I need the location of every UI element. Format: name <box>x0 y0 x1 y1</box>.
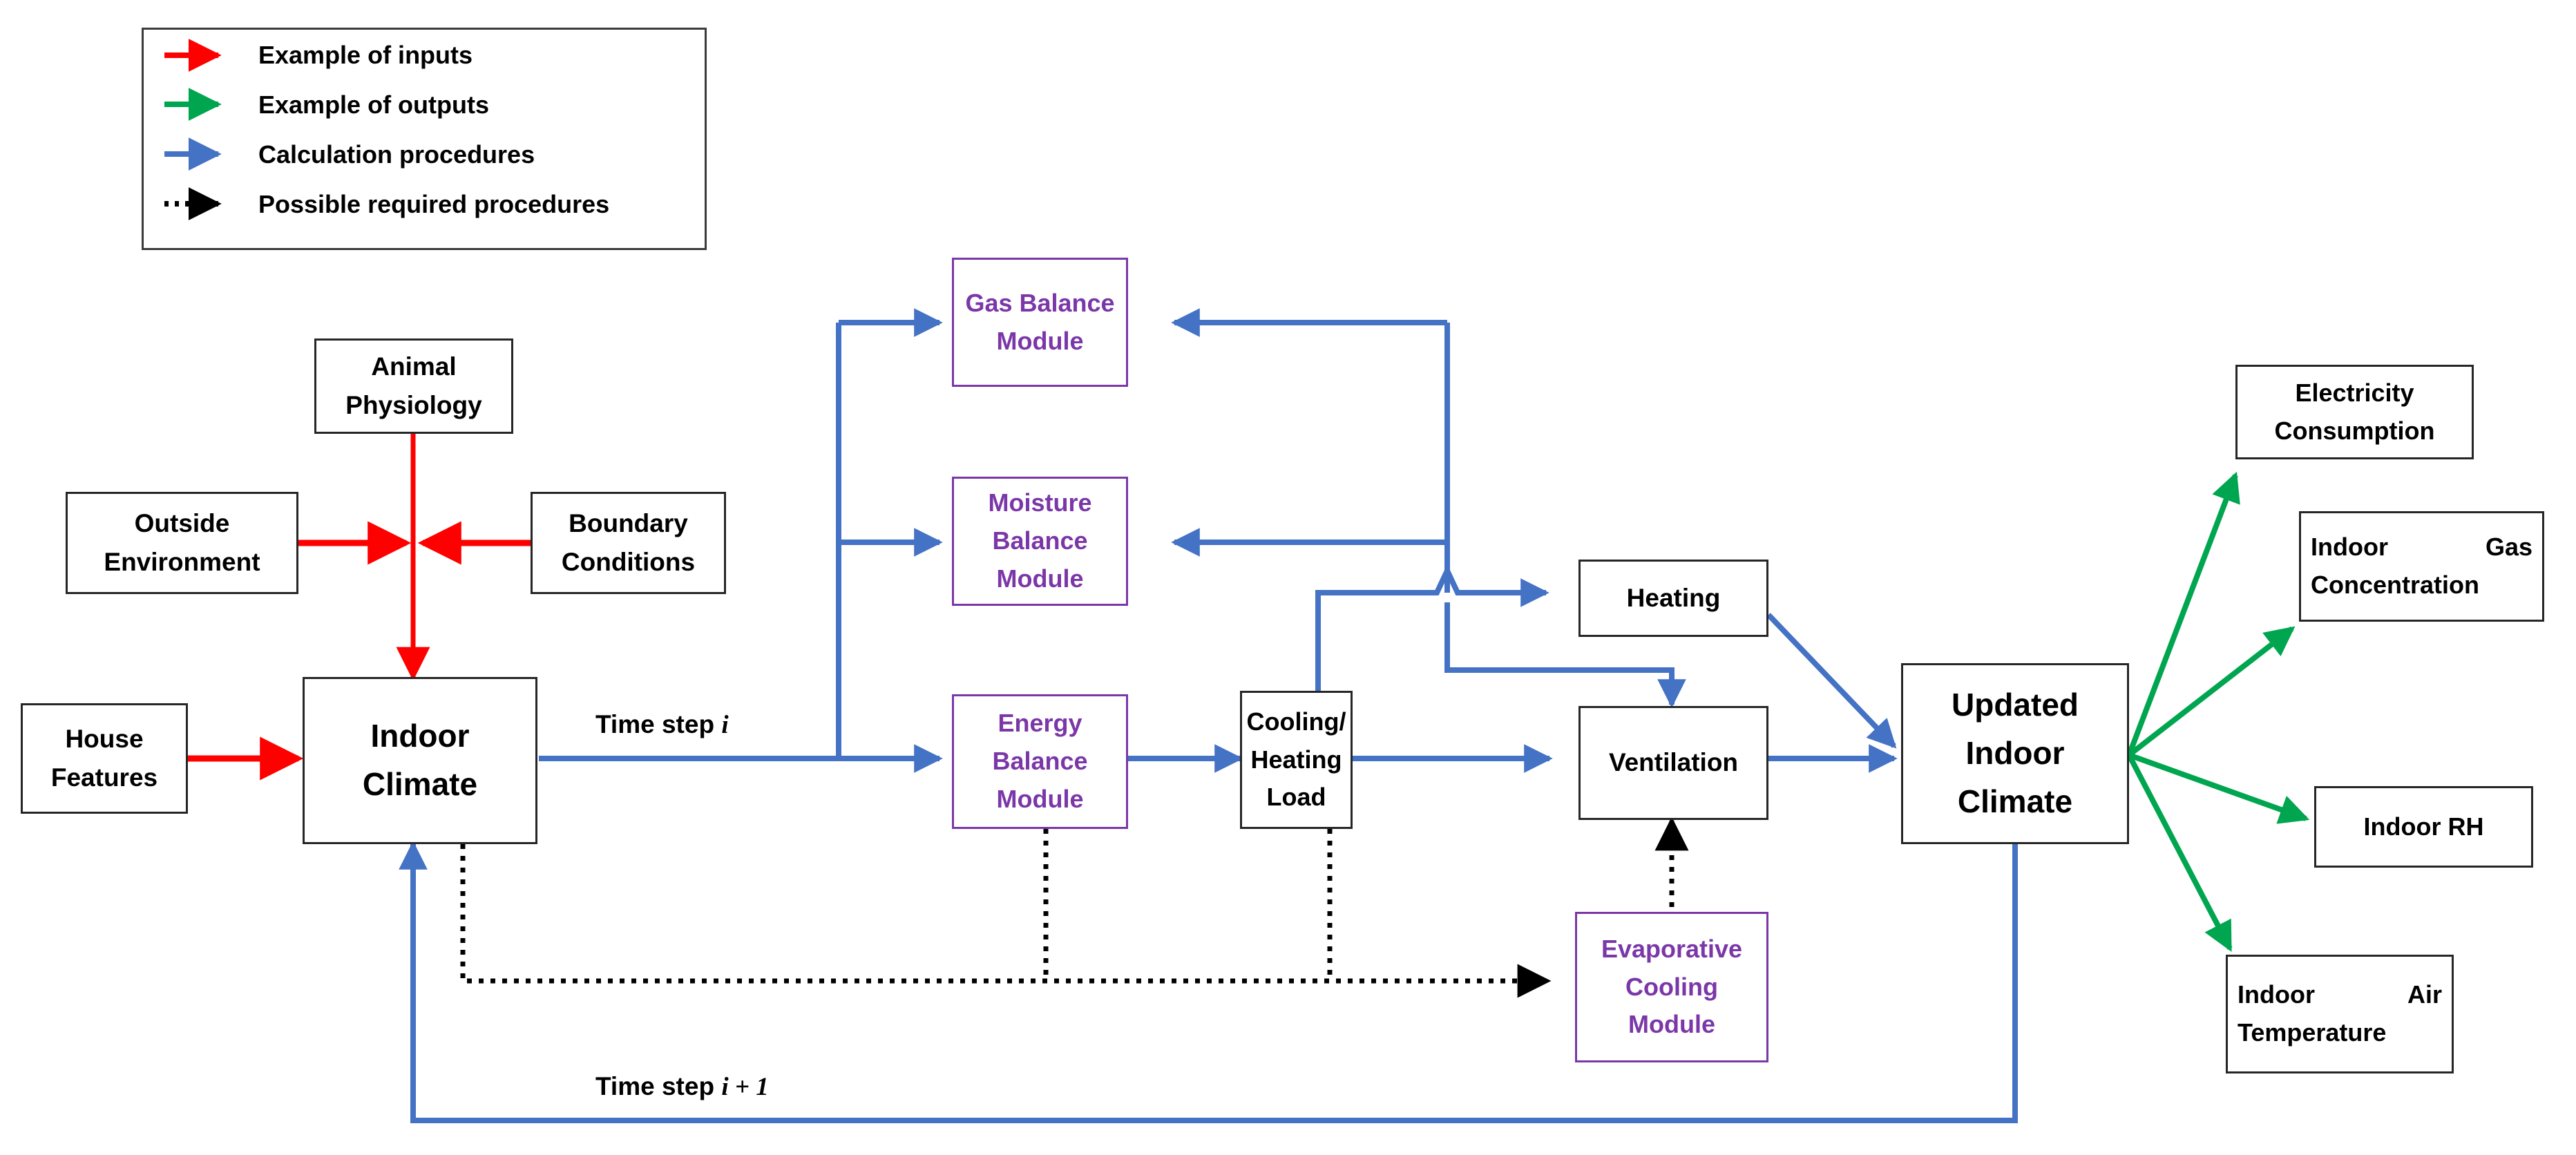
node-label-evaporative-cooling-module: Evaporative Cooling Module <box>1601 934 1743 1039</box>
edge-outputs-fan <box>2126 471 2310 952</box>
node-label-energy-balance-module: Energy Balance Module <box>992 709 1088 813</box>
node-indoor-rh[interactable]: Indoor RH <box>2314 786 2533 868</box>
node-label-ventilation: Ventilation <box>1608 748 1739 777</box>
legend: Example of inputs Example of outputs Cal… <box>142 28 707 250</box>
edge-label-time-step-i-plus-1: Time step i + 1 <box>595 1072 769 1102</box>
edge-label-time-step-i: Time step i <box>595 710 729 740</box>
time-step-next-prefix: Time step <box>595 1072 722 1100</box>
node-label-house-features: House Features <box>50 724 158 792</box>
node-label-heating: Heating <box>1626 583 1721 612</box>
edge-heating-to-updated-indoor-climate <box>1766 613 1897 749</box>
node-heating[interactable]: Heating <box>1578 560 1768 637</box>
node-outside-environment[interactable]: Outside Environment <box>66 492 298 594</box>
node-label-outside-environment: Outside Environment <box>104 508 260 576</box>
node-indoor-air-temperature[interactable]: Indoor Air Temperature <box>2226 955 2454 1073</box>
node-boundary-conditions[interactable]: Boundary Conditions <box>531 492 726 594</box>
legend-item-inputs: Example of inputs <box>240 41 473 69</box>
legend-label-inputs: Example of inputs <box>258 41 473 69</box>
node-label-gas-balance-module: Gas Balance Module <box>965 288 1115 355</box>
node-label-moisture-balance-module: Moisture Balance Module <box>988 488 1092 593</box>
node-label-updated-indoor-climate: Updated Indoor Climate <box>1952 687 2079 819</box>
legend-arrow-icons <box>164 39 222 220</box>
edge-feedback-trunk-to-balance-modules <box>1171 308 1450 593</box>
time-step-next-suffix: + 1 <box>728 1073 769 1101</box>
node-energy-balance-module[interactable]: Energy Balance Module <box>952 694 1128 829</box>
node-moisture-balance-module[interactable]: Moisture Balance Module <box>952 477 1128 606</box>
node-label-indoor-rh: Indoor RH <box>2363 812 2484 841</box>
node-label-indoor-air-temperature: Indoor Air Temperature <box>2238 980 2442 1047</box>
legend-item-outputs: Example of outputs <box>240 90 490 119</box>
node-updated-indoor-climate[interactable]: Updated Indoor Climate <box>1901 663 2129 844</box>
legend-item-calculation: Calculation procedures <box>240 140 535 169</box>
time-step-i-prefix: Time step <box>595 710 722 738</box>
node-label-cooling-heating-load: Cooling/ Heating Load <box>1246 707 1346 812</box>
node-label-animal-physiology: Animal Physiology <box>345 352 482 419</box>
legend-item-possible: Possible required procedures <box>240 190 610 218</box>
legend-label-calculation: Calculation procedures <box>258 140 535 169</box>
time-step-i-variable: i <box>721 711 729 739</box>
node-label-indoor-climate: Indoor Climate <box>362 718 478 802</box>
node-house-features[interactable]: House Features <box>21 703 188 814</box>
node-evaporative-cooling-module[interactable]: Evaporative Cooling Module <box>1575 912 1768 1062</box>
node-label-electricity-consumption: Electricity Consumption <box>2274 378 2435 445</box>
node-gas-balance-module[interactable]: Gas Balance Module <box>952 258 1128 387</box>
node-cooling-heating-load[interactable]: Cooling/ Heating Load <box>1240 691 1353 829</box>
node-ventilation[interactable]: Ventilation <box>1578 706 1768 820</box>
node-electricity-consumption[interactable]: Electricity Consumption <box>2235 365 2474 459</box>
legend-label-possible: Possible required procedures <box>258 190 610 218</box>
node-label-boundary-conditions: Boundary Conditions <box>561 508 696 576</box>
legend-label-outputs: Example of outputs <box>258 90 490 119</box>
time-step-next-variable: i <box>721 1073 729 1101</box>
node-label-indoor-gas-concentration: Indoor Gas Concentration <box>2311 533 2532 599</box>
node-indoor-climate[interactable]: Indoor Climate <box>303 677 537 844</box>
node-indoor-gas-concentration[interactable]: Indoor Gas Concentration <box>2299 511 2544 622</box>
edge-dotted-indoor-climate-to-evaporative <box>460 844 1552 998</box>
node-animal-physiology[interactable]: Animal Physiology <box>314 338 513 434</box>
